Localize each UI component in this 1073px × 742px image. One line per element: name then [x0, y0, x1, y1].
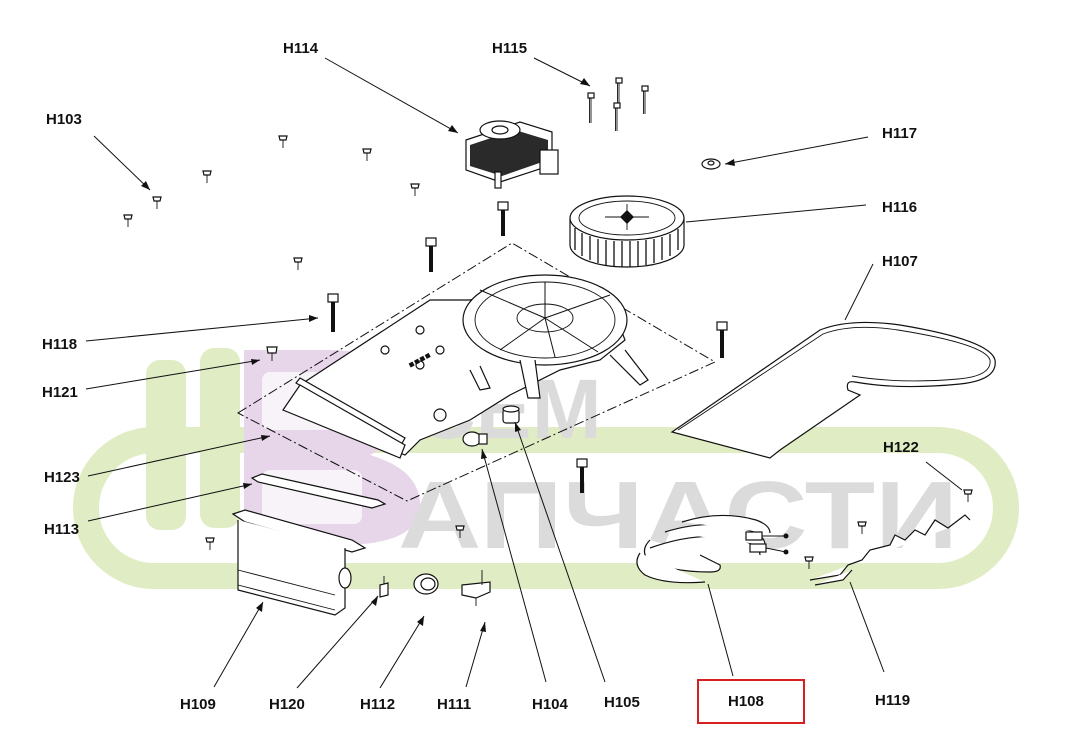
label-h116: H116: [882, 199, 917, 216]
label-h103: H103: [46, 111, 82, 128]
screw-icon: [455, 525, 465, 538]
label-h114: H114: [283, 40, 319, 57]
label-h118: H118: [42, 336, 77, 353]
wire-bracket-part: [809, 514, 971, 586]
bolt-icon: [327, 293, 339, 332]
label-h121: H121: [42, 384, 78, 401]
screw-icon: [278, 135, 288, 148]
sensor-part: [502, 405, 520, 424]
plug-part: [379, 576, 389, 598]
label-h109: H109: [180, 696, 216, 713]
screw-icon: [410, 183, 420, 196]
label-h108: H108: [728, 693, 764, 710]
seal-part: [250, 473, 387, 509]
part-labels: H114 H115 H103 H117 H116 H107 H118 H121 …: [42, 40, 919, 713]
screw-icon: [857, 521, 867, 534]
label-h120: H120: [269, 696, 305, 713]
label-h123: H123: [44, 469, 80, 486]
motor-part: [465, 120, 559, 189]
bolt-icon: [497, 201, 509, 236]
label-h122: H122: [883, 439, 919, 456]
label-h117: H117: [882, 125, 917, 142]
bolt-icon: [425, 237, 437, 272]
label-h104: H104: [532, 696, 569, 713]
screws-group: [123, 135, 973, 569]
label-h111: H111: [437, 696, 471, 713]
label-h105: H105: [604, 694, 640, 711]
heater-element-part: [636, 514, 789, 584]
screw-icon: [123, 214, 133, 227]
label-h113: H113: [44, 521, 79, 538]
clip-part: [461, 570, 491, 606]
label-h115: H115: [492, 40, 527, 57]
screw-icon: [152, 196, 162, 209]
label-h112: H112: [360, 696, 395, 713]
screw-icon: [202, 170, 212, 183]
highlight-box: [697, 679, 805, 724]
housing-part: ▪▪▪▪: [282, 274, 649, 459]
screw-icon: [293, 257, 303, 270]
screw-icon: [266, 346, 278, 361]
bolts-group: [327, 201, 728, 493]
arrow-heads: [141, 78, 735, 632]
fan-wheel-part: [569, 195, 685, 268]
screw-icon: [205, 537, 215, 550]
label-h119: H119: [875, 692, 910, 709]
bolt-icon: [716, 321, 728, 358]
pins-group: [587, 77, 649, 131]
grommet-part: [413, 573, 439, 595]
nut-part: [701, 158, 721, 170]
screw-icon: [963, 489, 973, 502]
label-h107: H107: [882, 253, 918, 270]
bolt-icon: [576, 458, 588, 493]
screw-icon: [362, 148, 372, 161]
assembly-outline: [236, 242, 717, 502]
gasket-part: [670, 321, 996, 459]
thermostat-part: [462, 431, 488, 447]
duct-part: [231, 509, 367, 616]
leader-lines: [85, 57, 963, 689]
screw-icon: [804, 556, 814, 569]
highlighted-part-label: H108: [697, 679, 805, 724]
